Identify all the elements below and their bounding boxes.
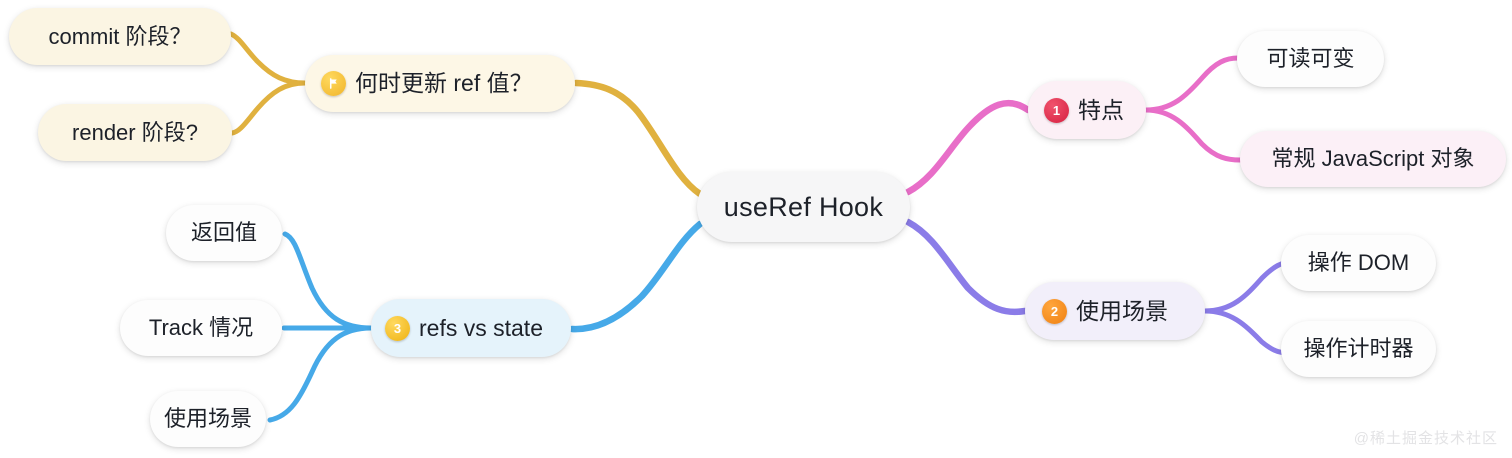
branch-label: 使用场景 <box>1076 297 1168 324</box>
leaf-label: render 阶段? <box>72 119 198 145</box>
leaf-node-commit-phase[interactable]: commit 阶段？ <box>9 8 231 65</box>
edge-when-to-commit <box>228 31 308 86</box>
leaf-label: 操作计时器 <box>1303 336 1414 361</box>
edge-refs-to-return <box>282 231 374 331</box>
edge-feature-to-readable <box>1143 55 1241 113</box>
branch-node-feature[interactable]: 1 特点 <box>1028 81 1146 139</box>
number-badge-1-icon: 1 <box>1044 97 1069 123</box>
leaf-label: 操作 DOM <box>1307 250 1410 275</box>
edge-usecase-to-dom <box>1202 259 1295 314</box>
leaf-node-return-value[interactable]: 返回值 <box>166 205 282 261</box>
number-badge-2-icon: 2 <box>1042 298 1067 324</box>
edge-root-to-feature <box>904 99 1032 196</box>
leaf-node-plain-javascript-object[interactable]: 常规 JavaScript 对象 <box>1240 131 1506 187</box>
root-label: useRef Hook <box>723 191 884 222</box>
edge-root-to-refs <box>568 220 704 333</box>
leaf-node-manipulate-timer[interactable]: 操作计时器 <box>1281 321 1436 377</box>
leaf-node-manipulate-dom[interactable]: 操作 DOM <box>1281 235 1436 291</box>
leaf-label: 使用场景 <box>163 406 252 431</box>
branch-node-use-case[interactable]: 2 使用场景 <box>1025 282 1205 340</box>
leaf-node-track-case[interactable]: Track 情况 <box>120 300 282 356</box>
edge-root-to-when <box>572 79 704 198</box>
leaf-label: 常规 JavaScript 对象 <box>1271 146 1475 171</box>
flag-icon <box>321 71 346 96</box>
leaf-node-render-phase[interactable]: render 阶段? <box>38 104 232 161</box>
branch-label: 何时更新 ref 值？ <box>355 70 533 96</box>
edge-refs-to-scene <box>267 325 374 423</box>
number-badge-3-icon: 3 <box>385 315 410 341</box>
mindmap-root-node[interactable]: useRef Hook <box>697 172 910 242</box>
leaf-label: 返回值 <box>190 220 257 245</box>
edge-feature-to-plainjs <box>1143 107 1243 163</box>
edge-when-to-render <box>229 80 308 136</box>
branch-label: 特点 <box>1078 96 1124 123</box>
edge-usecase-to-timer <box>1202 308 1295 356</box>
edge-root-to-usecase <box>904 218 1029 316</box>
leaf-node-usage-scene[interactable]: 使用场景 <box>150 391 266 447</box>
branch-label: refs vs state <box>419 314 543 341</box>
watermark: @稀土掘金技术社区 <box>1353 430 1498 447</box>
branch-node-when-update-ref[interactable]: 何时更新 ref 值？ <box>305 55 575 112</box>
leaf-label: 可读可变 <box>1266 46 1355 71</box>
branch-node-refs-vs-state[interactable]: 3 refs vs state <box>371 299 571 357</box>
leaf-label: Track 情况 <box>148 315 254 340</box>
leaf-node-readable-mutable[interactable]: 可读可变 <box>1237 31 1384 87</box>
leaf-label: commit 阶段？ <box>48 23 192 49</box>
